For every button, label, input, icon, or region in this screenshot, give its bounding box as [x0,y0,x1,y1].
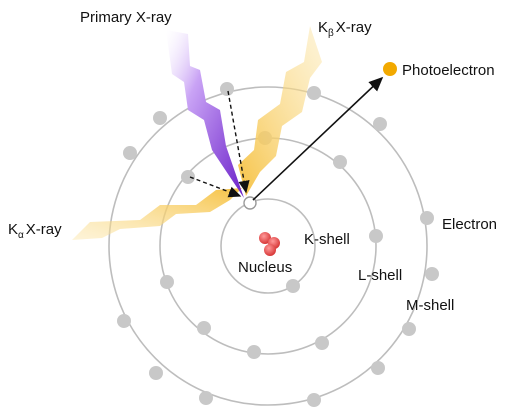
m-shell-orbit [108,86,428,406]
electron [149,366,163,380]
electron [181,170,195,184]
electron [153,111,167,125]
primary-xray-label: Primary X-ray [80,9,172,26]
electron [371,361,385,375]
electron [369,229,383,243]
nucleus [259,232,280,256]
l-to-k-transition-arrow [189,176,242,198]
electron [307,86,321,100]
electron [420,211,434,225]
m-shell-label: M-shell [406,297,454,314]
k-alpha-xray-beam [72,188,242,240]
nucleon [264,244,276,256]
electron [333,155,347,169]
electron [199,391,213,405]
k-shell-electron [286,279,300,293]
nucleus-label: Nucleus [238,259,292,276]
k-shell-label: K-shell [304,231,350,248]
m-shell-electrons [117,82,439,407]
electron [425,267,439,281]
electron [160,275,174,289]
k-beta-xray-beam [238,26,322,196]
electron [315,336,329,350]
electron [117,314,131,328]
electron [247,345,261,359]
electron [373,117,387,131]
l-shell-label: L-shell [358,267,402,284]
primary-xray-beam [166,30,244,198]
electron [220,82,234,96]
electron-label: Electron [442,216,497,233]
electron [123,146,137,160]
photoelectron-label: Photoelectron [402,62,495,79]
photoelectron-arrow [252,76,384,201]
electron [307,393,321,407]
photoelectron-dot [383,62,397,76]
electron [197,321,211,335]
k-shell-orbit [220,198,316,294]
electron [402,322,416,336]
m-to-k-transition-arrow [227,90,250,194]
nucleon [259,232,271,244]
